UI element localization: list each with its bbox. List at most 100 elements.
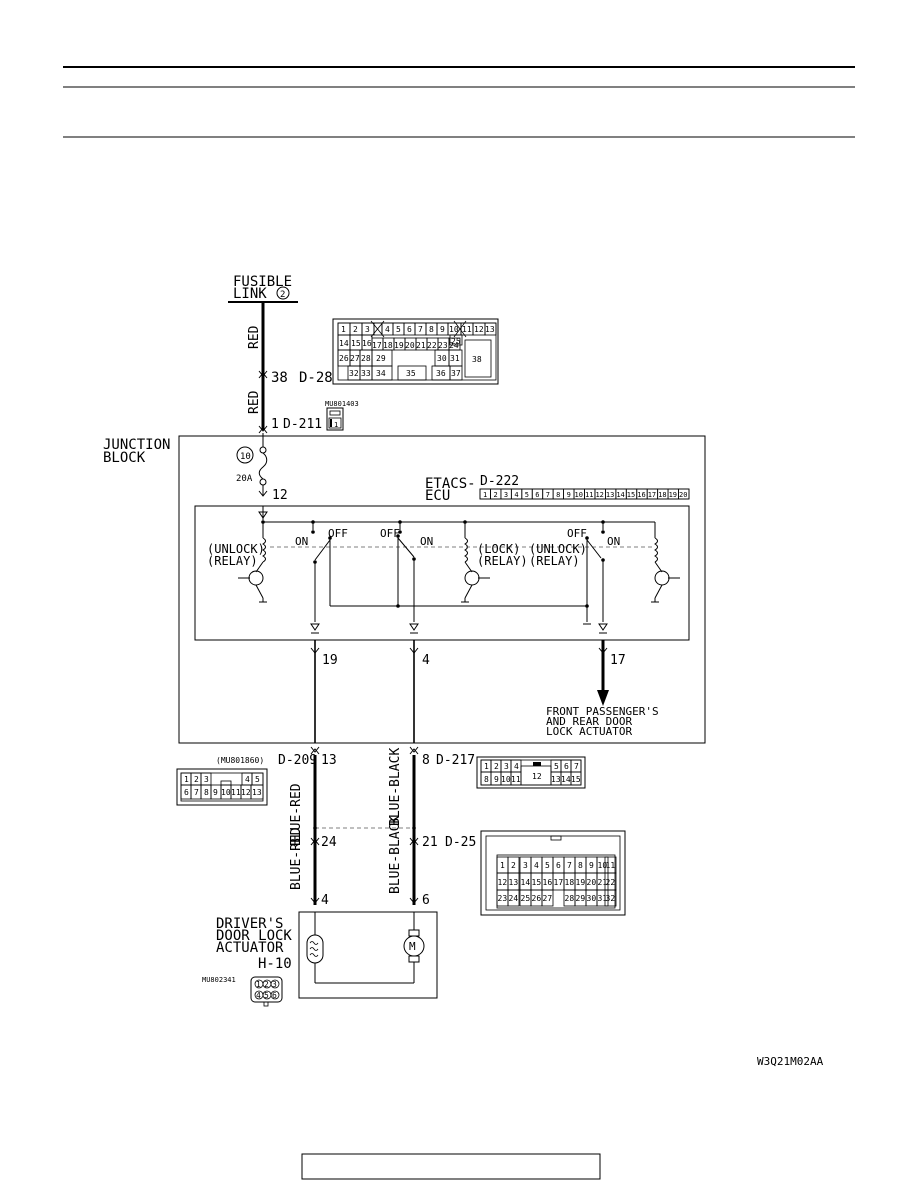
svg-text:13: 13: [252, 788, 262, 797]
d211-connector: 1: [326, 407, 344, 431]
terminal-4: 4: [422, 653, 430, 668]
svg-text:30: 30: [437, 354, 447, 363]
driver-actuator-l1: DRIVER'S: [216, 916, 283, 932]
relay-unlock-right-l2: (RELAY): [529, 554, 580, 568]
svg-text:4: 4: [534, 861, 539, 870]
etacs-ecu-box: [194, 505, 690, 641]
svg-text:18: 18: [658, 491, 666, 499]
fuse-number-circle: [236, 446, 254, 464]
svg-text:3: 3: [523, 861, 528, 870]
svg-text:5: 5: [255, 775, 260, 784]
svg-text:14: 14: [561, 775, 571, 784]
svg-text:8: 8: [204, 788, 209, 797]
svg-text:10: 10: [598, 861, 608, 870]
svg-text:37: 37: [451, 369, 461, 378]
svg-text:26: 26: [339, 354, 349, 363]
driver-pin-left: 4: [321, 893, 329, 908]
driver-actuator-l2: DOOR LOCK: [216, 928, 292, 944]
svg-text:13: 13: [509, 878, 519, 887]
svg-text:6: 6: [564, 762, 569, 771]
svg-text:5: 5: [525, 491, 529, 499]
svg-text:34: 34: [376, 369, 386, 378]
switch-off-1: OFF: [328, 527, 348, 540]
svg-text:1: 1: [500, 861, 505, 870]
svg-text:32: 32: [349, 369, 359, 378]
relay-lock-l1: (LOCK): [477, 542, 520, 556]
d211-id: D-211: [283, 417, 322, 432]
etacs-internal-wiring: [238, 506, 680, 634]
junction-block-outputs: 19 4 17: [310, 640, 626, 743]
svg-text:20: 20: [587, 878, 597, 887]
svg-text:12: 12: [532, 772, 542, 781]
svg-text:15: 15: [571, 775, 581, 784]
fuse-number: 10: [240, 452, 251, 462]
svg-text:9: 9: [213, 788, 218, 797]
etacs-label2: ECU: [425, 488, 450, 504]
terminal-17: 17: [610, 653, 626, 668]
front-passenger-l2: AND REAR DOOR: [546, 715, 632, 728]
svg-text:35: 35: [406, 369, 416, 378]
svg-text:6: 6: [535, 491, 539, 499]
header-rules: [63, 66, 855, 138]
junction-block-label2: BLOCK: [103, 450, 146, 466]
svg-text:31: 31: [450, 354, 460, 363]
junction-block-label1: JUNCTION: [103, 437, 170, 453]
svg-text:12: 12: [241, 788, 251, 797]
switch-on-2: ON: [420, 535, 433, 548]
h10-connector: 1 2 3 4 5 6: [250, 976, 283, 1007]
svg-text:23: 23: [438, 341, 448, 350]
d28-connector: 1 2 3 4 5 6 7 8 9 10 11 12 13 14 15 16 1…: [332, 318, 499, 385]
svg-text:4: 4: [256, 991, 261, 1000]
driver-actuator-l3: ACTUATOR: [216, 940, 284, 956]
terminal-19: 19: [322, 653, 338, 668]
svg-text:2: 2: [493, 491, 497, 499]
switch-off-3: OFF: [567, 527, 587, 540]
svg-text:27: 27: [543, 894, 553, 903]
svg-text:5: 5: [545, 861, 550, 870]
d25-id: D-25: [445, 835, 476, 850]
svg-text:4: 4: [514, 762, 519, 771]
switch-on-1: ON: [295, 535, 308, 548]
relay-unlock-right-l1: (UNLOCK): [529, 542, 587, 556]
svg-text:1: 1: [483, 491, 487, 499]
svg-text:4: 4: [385, 325, 390, 334]
svg-text:11: 11: [511, 775, 521, 784]
fuse-10: 10 20A 12: [236, 433, 288, 503]
fusible-link-title: FUSIBLE: [233, 274, 292, 290]
relay-unlock-left-l2: (RELAY): [207, 554, 258, 568]
wire-label-blue-red-upper: BLUE-RED: [289, 783, 304, 846]
wire-label-blue-black-lower: BLUE-BLACK: [388, 816, 403, 894]
svg-text:15: 15: [532, 878, 542, 887]
svg-text:17: 17: [554, 878, 564, 887]
svg-text:29: 29: [376, 354, 386, 363]
svg-text:1: 1: [484, 762, 489, 771]
svg-text:14: 14: [521, 878, 531, 887]
svg-text:19: 19: [576, 878, 586, 887]
fusible-link: FUSIBLE LINK 2: [228, 274, 298, 303]
svg-text:7: 7: [194, 788, 199, 797]
svg-text:30: 30: [587, 894, 597, 903]
wire-label-blue-black-upper: BLUE-BLACK: [388, 748, 403, 826]
d211-part: MU801403: [325, 400, 359, 408]
d25-pin-right: 21: [422, 835, 438, 850]
svg-text:8: 8: [556, 491, 560, 499]
svg-text:15: 15: [627, 491, 635, 499]
svg-text:15: 15: [351, 339, 361, 348]
svg-text:13: 13: [551, 775, 561, 784]
svg-text:5: 5: [264, 991, 269, 1000]
svg-text:10: 10: [449, 325, 459, 334]
page-number-box: [301, 1153, 601, 1180]
svg-text:18: 18: [565, 878, 575, 887]
svg-text:16: 16: [637, 491, 645, 499]
svg-text:1: 1: [256, 980, 261, 989]
svg-text:18: 18: [383, 341, 393, 350]
svg-text:10: 10: [575, 491, 583, 499]
svg-text:3: 3: [204, 775, 209, 784]
h10-part: MU802341: [202, 976, 236, 984]
svg-text:9: 9: [440, 325, 445, 334]
svg-text:25: 25: [451, 337, 461, 346]
svg-text:M: M: [409, 940, 416, 953]
